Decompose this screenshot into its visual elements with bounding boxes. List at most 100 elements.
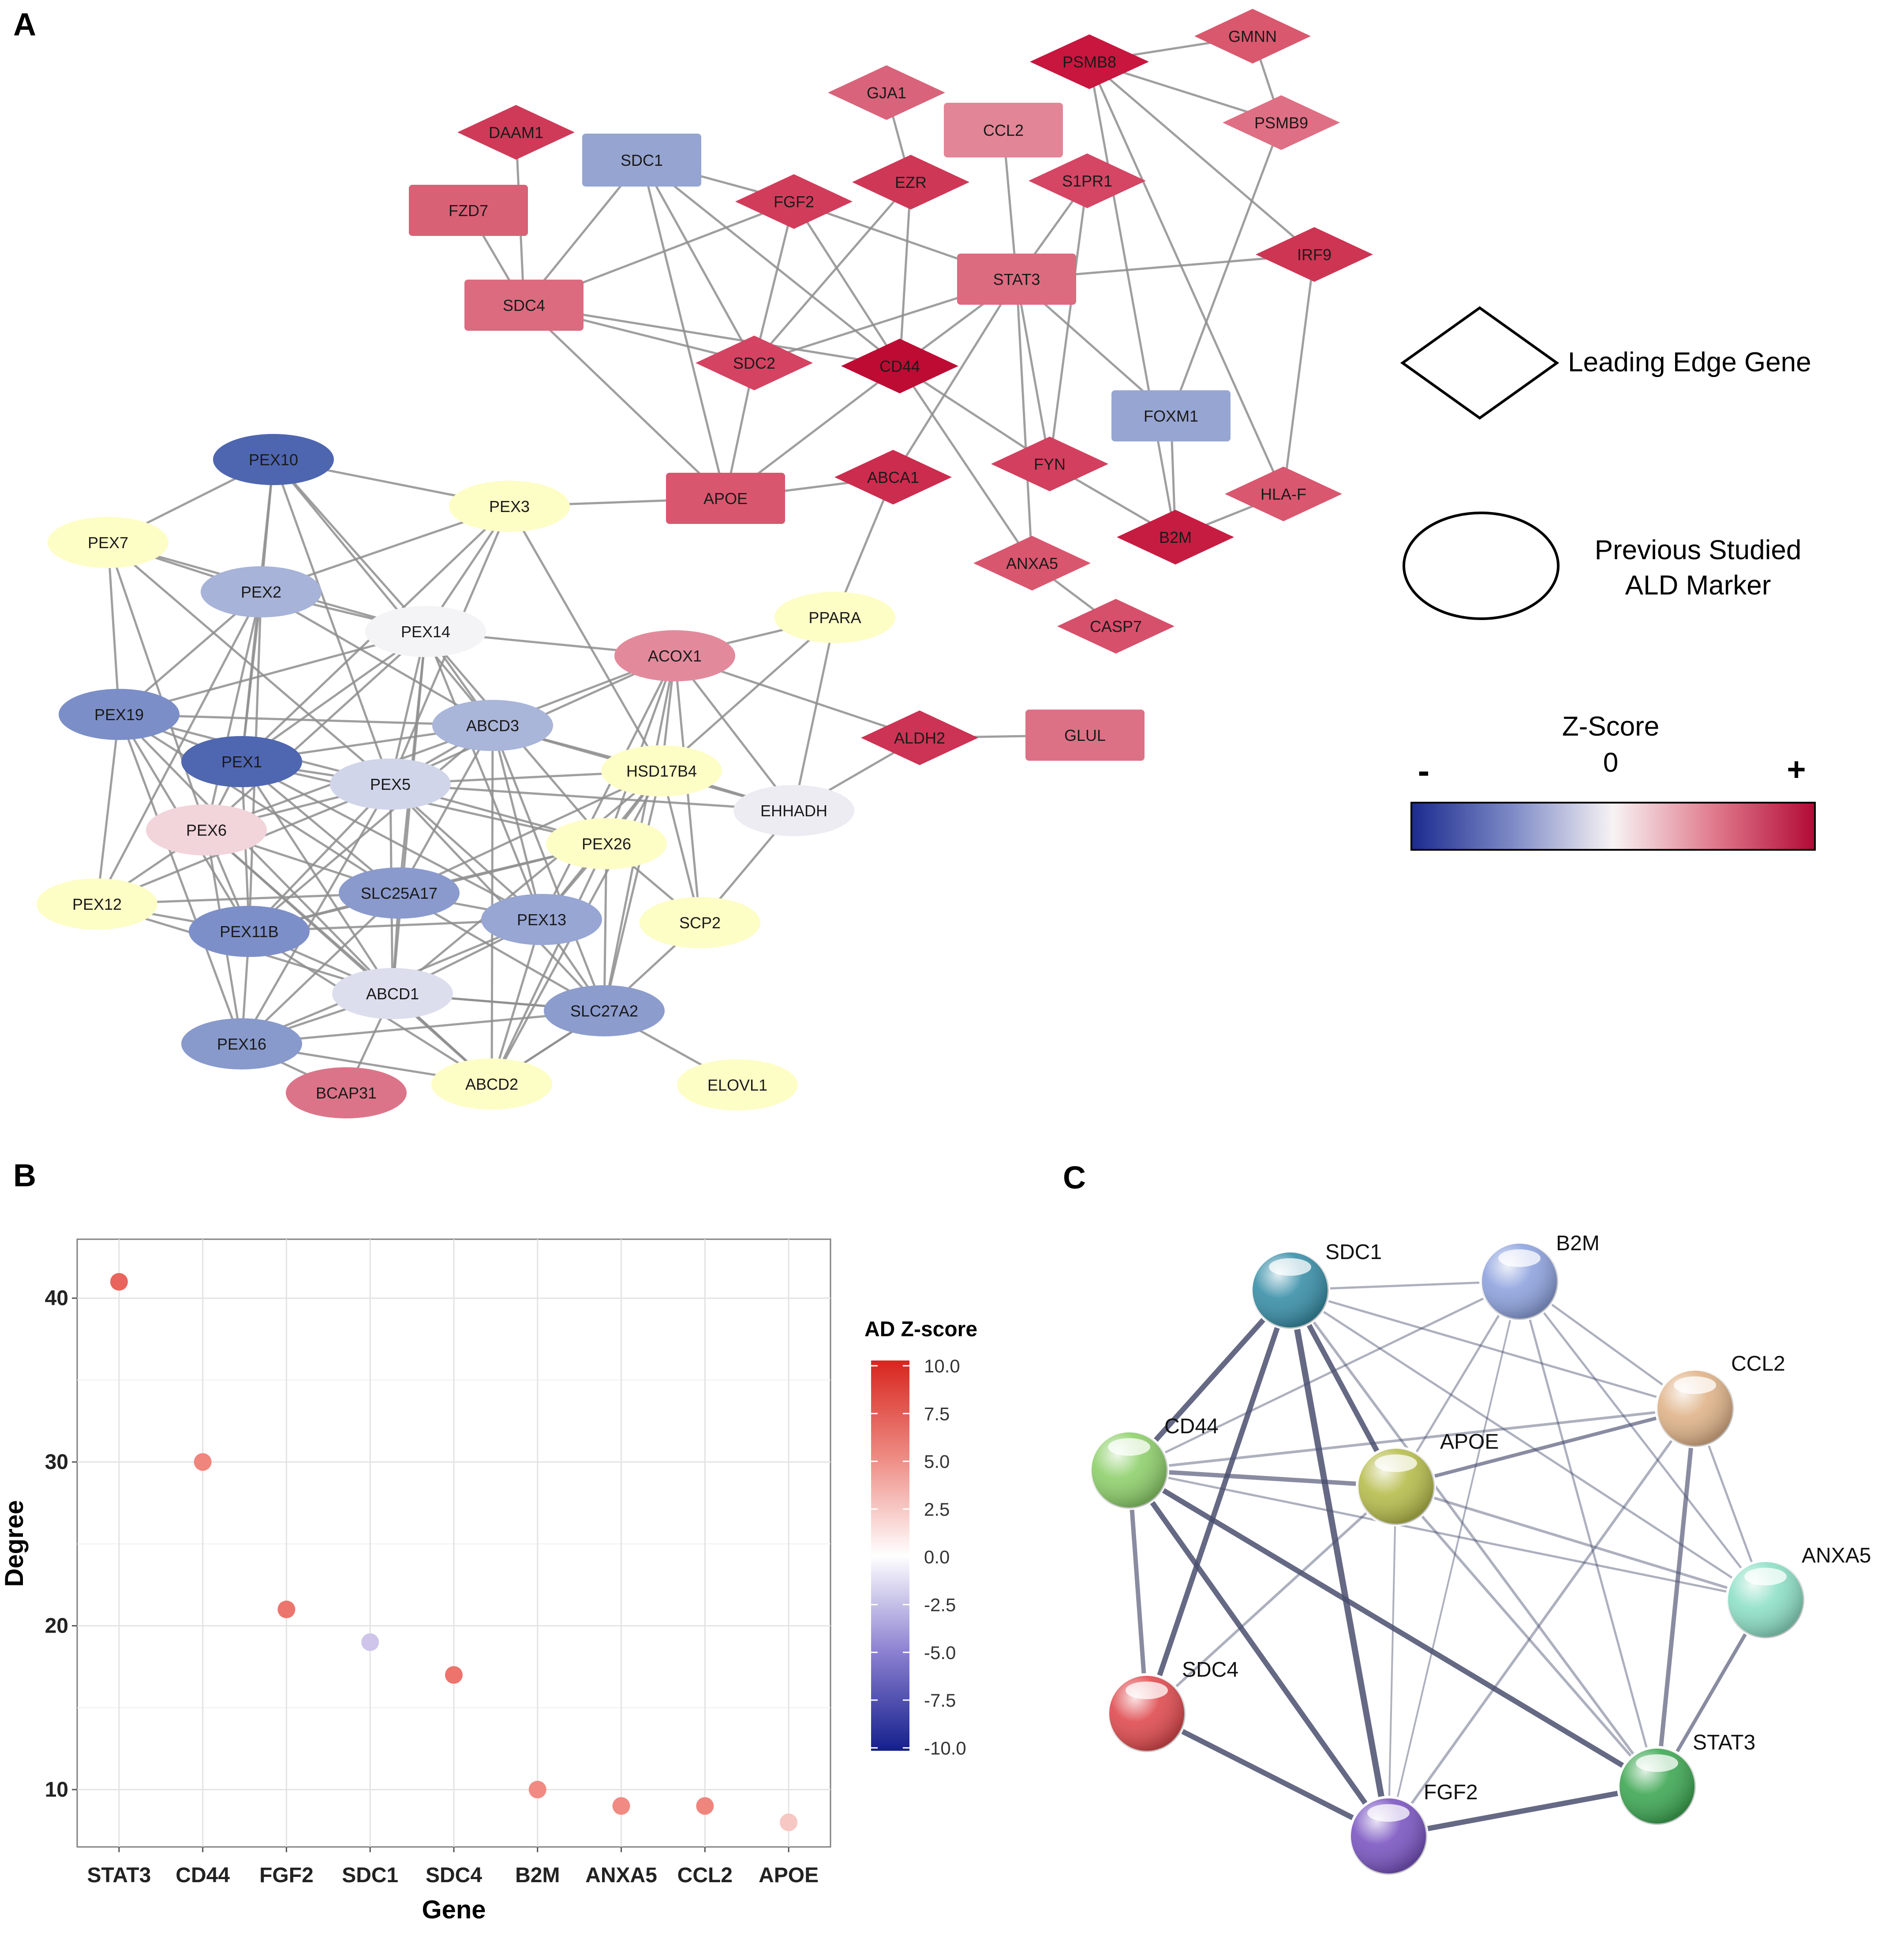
sphere-highlight — [1618, 1747, 1696, 1825]
node-label: FYN — [1034, 455, 1066, 473]
node-sdc2[interactable]: SDC2 — [696, 336, 813, 390]
string-edge-sdc1-sdc4 — [1144, 1289, 1293, 1714]
string-node-sdc4[interactable]: SDC4 — [1107, 1658, 1238, 1753]
node-ehhadh[interactable]: EHHADH — [733, 785, 854, 836]
node-scp2[interactable]: SCP2 — [640, 897, 760, 948]
node-sdc1[interactable]: SDC1 — [582, 134, 701, 187]
string-node-stat3[interactable]: STAT3 — [1617, 1731, 1755, 1826]
node-abca1[interactable]: ABCA1 — [834, 450, 952, 505]
node-elovl1[interactable]: ELOVL1 — [677, 1059, 798, 1110]
x-tick-label: SDC4 — [426, 1864, 482, 1887]
node-shape — [1029, 153, 1146, 208]
node-pex6[interactable]: PEX6 — [146, 804, 267, 856]
node-shape — [1225, 467, 1342, 521]
string-node-ccl2[interactable]: CCL2 — [1655, 1352, 1785, 1448]
node-pex10[interactable]: PEX10 — [213, 434, 334, 485]
node-pex2[interactable]: PEX2 — [201, 566, 322, 617]
node-pex5[interactable]: PEX5 — [330, 759, 451, 810]
string-node-anxa5[interactable]: ANXA5 — [1725, 1544, 1871, 1640]
node-pex13[interactable]: PEX13 — [481, 894, 602, 945]
node-slc27a2[interactable]: SLC27A2 — [544, 985, 665, 1036]
node-pex16[interactable]: PEX16 — [181, 1018, 302, 1069]
edge-psmb8-hla-f — [1088, 61, 1285, 495]
node-ccl2[interactable]: CCL2 — [944, 103, 1063, 157]
node-pex14[interactable]: PEX14 — [365, 606, 486, 657]
string-node-sdc1[interactable]: SDC1 — [1250, 1241, 1382, 1330]
node-irf9[interactable]: IRF9 — [1256, 227, 1373, 282]
node-pex19[interactable]: PEX19 — [59, 689, 180, 740]
string-edge-cd44-ccl2 — [1129, 1407, 1695, 1471]
node-fgf2[interactable]: FGF2 — [735, 174, 853, 229]
node-ezr[interactable]: EZR — [852, 155, 969, 209]
node-shape — [201, 566, 322, 617]
sphere-gloss — [1375, 1454, 1417, 1472]
node-s1pr1[interactable]: S1PR1 — [1029, 153, 1146, 208]
edge-acox1-ehhadh — [674, 655, 795, 811]
node-psmb9[interactable]: PSMB9 — [1223, 95, 1340, 150]
node-ppara[interactable]: PPARA — [774, 592, 895, 643]
node-fzd7[interactable]: FZD7 — [409, 185, 528, 236]
node-shape — [457, 105, 575, 160]
node-abcd1[interactable]: ABCD1 — [332, 968, 453, 1019]
node-abcd3[interactable]: ABCD3 — [432, 700, 553, 751]
node-acox1[interactable]: ACOX1 — [614, 630, 735, 681]
string-edge-sdc1-ccl2 — [1290, 1289, 1695, 1409]
node-pex3[interactable]: PEX3 — [449, 481, 570, 532]
node-daam1[interactable]: DAAM1 — [457, 105, 575, 160]
node-label: BCAP31 — [316, 1084, 377, 1102]
node-casp7[interactable]: CASP7 — [1057, 599, 1175, 654]
node-gmnn[interactable]: GMNN — [1194, 9, 1311, 64]
node-label: SDC4 — [503, 296, 545, 314]
node-abcd2[interactable]: ABCD2 — [431, 1058, 552, 1110]
string-node-b2m[interactable]: B2M — [1479, 1232, 1600, 1321]
node-sdc4[interactable]: SDC4 — [464, 280, 584, 331]
node-pex11b[interactable]: PEX11B — [189, 906, 310, 957]
edge-psmb8-b2m — [1088, 61, 1177, 538]
node-hla-f[interactable]: HLA-F — [1225, 467, 1342, 521]
node-stat3[interactable]: STAT3 — [957, 254, 1076, 305]
node-psmb8[interactable]: PSMB8 — [1030, 34, 1149, 89]
edge-pex3-hsd17b4 — [508, 505, 663, 772]
node-shape — [1111, 390, 1231, 441]
node-b2m[interactable]: B2M — [1117, 510, 1234, 564]
edge-acox1-pex13 — [540, 655, 676, 920]
node-shape — [332, 968, 453, 1019]
node-pex1[interactable]: PEX1 — [181, 736, 302, 787]
node-pex7[interactable]: PEX7 — [48, 517, 168, 568]
node-shape — [774, 592, 895, 643]
node-foxm1[interactable]: FOXM1 — [1111, 390, 1231, 441]
node-label: PEX1 — [221, 753, 262, 771]
node-pex12[interactable]: PEX12 — [37, 878, 157, 930]
edge-ezr-sdc2 — [753, 181, 912, 364]
string-node-fgf2[interactable]: FGF2 — [1348, 1781, 1478, 1876]
node-hsd17b4[interactable]: HSD17B4 — [601, 745, 722, 796]
node-fyn[interactable]: FYN — [991, 437, 1108, 491]
colorbar-title: AD Z-score — [864, 1318, 977, 1341]
edge-pex2-pex1 — [240, 591, 262, 762]
node-label: ABCD2 — [465, 1075, 518, 1093]
node-apoe[interactable]: APOE — [666, 473, 785, 524]
node-pex26[interactable]: PEX26 — [546, 818, 667, 869]
edge-pex7-pex5 — [107, 542, 391, 785]
x-tick-label: STAT3 — [87, 1864, 151, 1887]
string-node-apoe[interactable]: APOE — [1356, 1430, 1499, 1526]
string-edge-sdc1-fgf2 — [1287, 1289, 1392, 1837]
node-label: PEX14 — [401, 623, 450, 641]
point-ccl2 — [696, 1797, 714, 1815]
node-gja1[interactable]: GJA1 — [828, 65, 945, 120]
node-glul[interactable]: GLUL — [1025, 710, 1145, 761]
node-cd44[interactable]: CD44 — [841, 339, 958, 393]
edge-pex1-abcd1 — [240, 761, 394, 994]
node-anxa5[interactable]: ANXA5 — [973, 536, 1091, 591]
x-tick-label: ANXA5 — [585, 1864, 657, 1887]
string-edge-sdc4-fgf2 — [1145, 1711, 1390, 1839]
node-bcap31[interactable]: BCAP31 — [286, 1067, 407, 1118]
node-shape — [640, 897, 760, 948]
node-slc25a17[interactable]: SLC25A17 — [339, 867, 460, 919]
string-node-cd44[interactable]: CD44 — [1089, 1415, 1219, 1510]
node-label: PEX11B — [220, 923, 278, 941]
point-apoe — [780, 1813, 798, 1831]
node-aldh2[interactable]: ALDH2 — [861, 710, 978, 765]
